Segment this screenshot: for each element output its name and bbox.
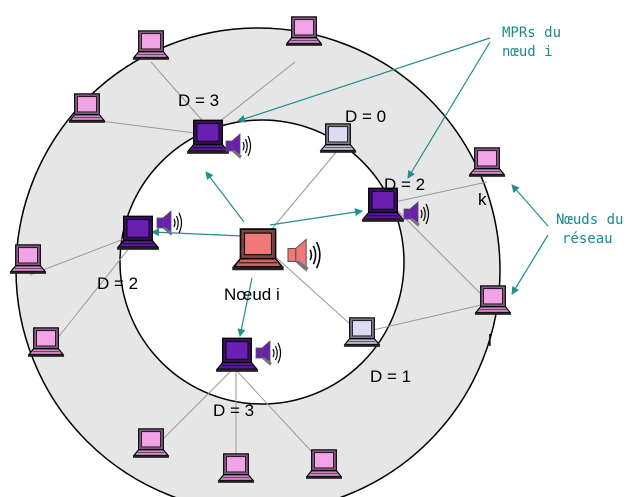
outer-node-0 <box>132 30 170 60</box>
mpr-node-top <box>186 119 230 154</box>
link-4 <box>259 242 361 334</box>
speaker-icon-top <box>225 133 252 159</box>
label-d3-bottom: D = 3 <box>213 401 254 420</box>
outer-node-5 <box>27 327 65 357</box>
outer-node-1 <box>285 16 323 46</box>
link-7 <box>359 302 491 334</box>
mpr-node-right <box>361 187 405 222</box>
outer-node-9 <box>305 449 343 479</box>
mpr-node-left <box>116 215 160 250</box>
nodes-layer <box>9 16 512 483</box>
link-2 <box>91 119 196 134</box>
annotation-mprs-line1: MPRs du <box>502 25 561 41</box>
arrow-5 <box>407 41 491 179</box>
label-central-node: Nœud i <box>224 285 280 304</box>
label-d2-right: D = 2 <box>384 175 425 194</box>
arrow-7 <box>511 234 549 295</box>
outer-node-3 <box>468 147 506 177</box>
annotation-network-line1: Nœuds du <box>556 212 623 228</box>
mpr-node-bottom <box>215 337 259 372</box>
speaker-icon-left <box>156 210 183 236</box>
arrow-6 <box>511 184 549 227</box>
outer-node-6 <box>474 285 512 315</box>
outer-node-2 <box>68 93 106 123</box>
annotation-mprs-line2: nœud i <box>502 44 553 60</box>
links-layer <box>29 61 491 470</box>
speaker-icon-central <box>287 238 321 272</box>
annotation-network-line2: réseau <box>562 231 613 247</box>
arrow-0 <box>205 171 245 223</box>
link-0 <box>150 61 209 128</box>
label-d1: D = 1 <box>370 367 411 386</box>
link-3 <box>259 149 339 244</box>
outer-node-4 <box>9 244 47 274</box>
arrow-2 <box>269 208 363 226</box>
label-k: k <box>478 190 487 209</box>
label-l: l <box>488 331 492 350</box>
arrows-layer <box>151 37 549 337</box>
arrow-3 <box>237 277 253 337</box>
central-node <box>231 228 285 271</box>
label-d0: D = 0 <box>345 107 386 126</box>
outer-node-7 <box>132 428 170 458</box>
speaker-icon-bottom <box>255 340 282 366</box>
inner-node-d1 <box>343 317 381 347</box>
link-9 <box>47 231 143 351</box>
outer-node-8 <box>217 453 255 483</box>
arrow-1 <box>151 228 243 237</box>
label-d3-top: D = 3 <box>178 91 219 110</box>
link-10 <box>151 369 233 451</box>
inner-node-d0 <box>319 123 357 153</box>
link-6 <box>389 202 491 304</box>
arrow-4 <box>237 37 491 123</box>
link-12 <box>235 369 325 466</box>
link-5 <box>389 181 488 204</box>
label-d2-left: D = 2 <box>97 274 138 293</box>
speaker-icon-right <box>403 201 430 227</box>
